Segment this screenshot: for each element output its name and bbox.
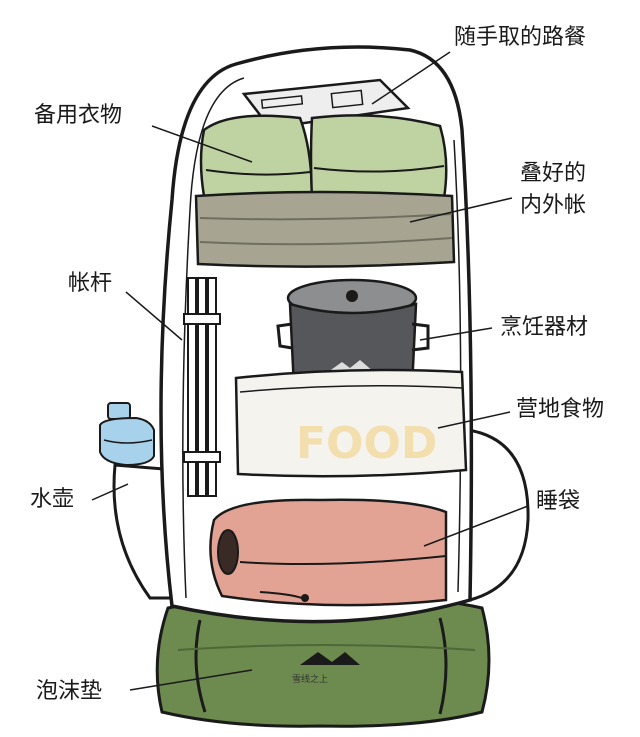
food-box: FOOD: [234, 368, 468, 478]
label-water-bottle: 水壶: [30, 487, 74, 512]
pad-brand-mark: 雪线之上: [292, 673, 328, 685]
label-sleeping-bag: 睡袋: [536, 489, 580, 514]
label-foam-pad: 泡沫垫: [36, 679, 102, 704]
label-tent-poles: 帐杆: [68, 271, 112, 296]
side-pocket: [112, 463, 178, 600]
label-tent-line2: 内外帐: [520, 193, 586, 218]
label-cookware: 烹饪器材: [500, 315, 588, 340]
mountain-logo-icon: [300, 652, 360, 665]
spare-clothes: [199, 114, 448, 203]
label-trail-snacks: 随手取的路餐: [454, 25, 586, 50]
tent-poles: [183, 277, 221, 497]
label-camp-food: 营地食物: [516, 397, 604, 422]
label-spare-clothes: 备用衣物: [34, 103, 122, 128]
food-box-label: FOOD: [296, 418, 437, 469]
sleeping-bag: [209, 498, 448, 607]
folded-tent: [194, 190, 456, 268]
label-tent-line1: 叠好的: [520, 161, 586, 186]
leader-lines: [91, 51, 529, 691]
water-bottle: [99, 402, 155, 467]
side-pocket-right: [466, 428, 530, 602]
